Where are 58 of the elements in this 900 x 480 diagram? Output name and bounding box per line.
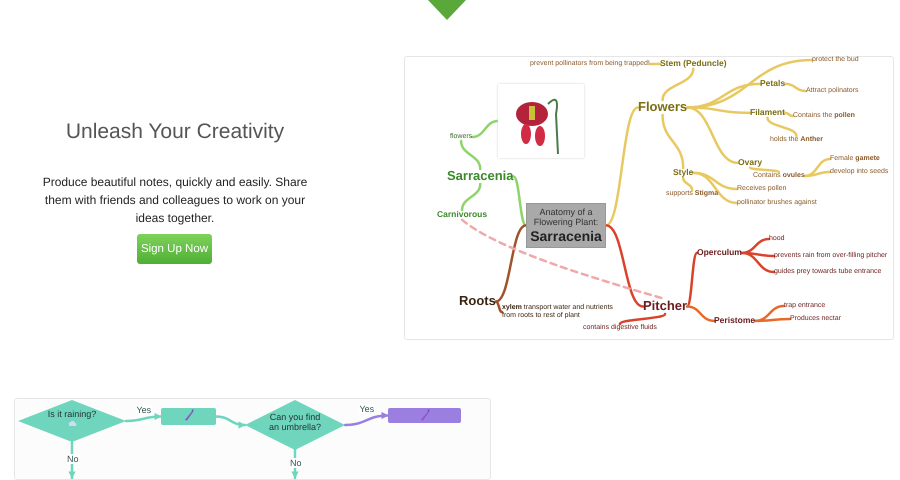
branch-heading: Flowers: [638, 100, 688, 115]
branch-line: [692, 172, 738, 204]
branch-line: [661, 114, 684, 170]
branch-heading: Sarracenia: [447, 169, 514, 184]
process-box: [388, 408, 461, 423]
branch-line: [686, 252, 698, 308]
branch-line: [686, 305, 716, 322]
branch-line: [740, 252, 776, 274]
branch-line: [460, 182, 482, 212]
branch-label: Operculum: [697, 248, 742, 258]
branch-line: [754, 318, 792, 322]
branch-line: [740, 252, 776, 258]
branch-label: Petals: [760, 79, 786, 89]
branch-label: Style: [673, 168, 694, 178]
central-topic-box: [526, 203, 606, 248]
decision-diamond: [18, 400, 126, 442]
branch-line: [692, 172, 738, 190]
branch-heading: Roots: [459, 294, 496, 309]
branch-line: [784, 82, 808, 92]
branch-line: [804, 170, 832, 178]
arrow: [124, 412, 162, 422]
process-box: [161, 408, 216, 425]
branch-line: [766, 116, 798, 138]
branch-line: [470, 120, 500, 138]
branch-label: Peristome: [714, 316, 756, 326]
topic-subtitle: Anatomy of a Flowering Plant:: [532, 207, 600, 228]
branch-label: Ovary: [738, 158, 762, 168]
branch-line: [682, 176, 694, 192]
branch-line: [604, 106, 640, 227]
arrow: [344, 412, 390, 426]
branch-label: Filament: [750, 108, 785, 118]
edge-label: No: [66, 454, 80, 464]
branch-line: [686, 106, 740, 164]
branch-line: [494, 224, 528, 303]
branch-line: [618, 312, 666, 326]
diamond-label: Is it raining?: [46, 409, 98, 420]
flower-diagram-picture: [498, 84, 584, 158]
branch-line: [648, 62, 662, 66]
branch-label: Stem (Peduncle): [660, 59, 727, 69]
branch-line: [512, 175, 528, 227]
branch-line: [804, 158, 832, 178]
diamond-label: Can you find an umbrella?: [268, 412, 322, 433]
heading: Unleash Your Creativity: [64, 120, 286, 144]
topic-title: Sarracenia: [529, 228, 603, 244]
branch-line: [784, 112, 794, 118]
branch-line: [604, 224, 644, 308]
edge-label: No: [289, 458, 303, 468]
branch-line: [748, 166, 780, 174]
decision-diamond: [245, 400, 345, 450]
intro-paragraph: Produce beautiful notes, quickly and easily. Share them with friends and colleagues to work on your ideas together.: [42, 174, 308, 227]
branch-line: [460, 140, 482, 170]
sign-up-button: Sign Up Now: [137, 234, 212, 264]
branch-line: [494, 300, 504, 314]
arrow: [214, 415, 246, 428]
branch-line: [686, 106, 752, 114]
branch-line: [661, 68, 695, 102]
branch-label: Carnivorous: [437, 210, 488, 220]
branch-heading: Pitcher: [643, 299, 688, 314]
